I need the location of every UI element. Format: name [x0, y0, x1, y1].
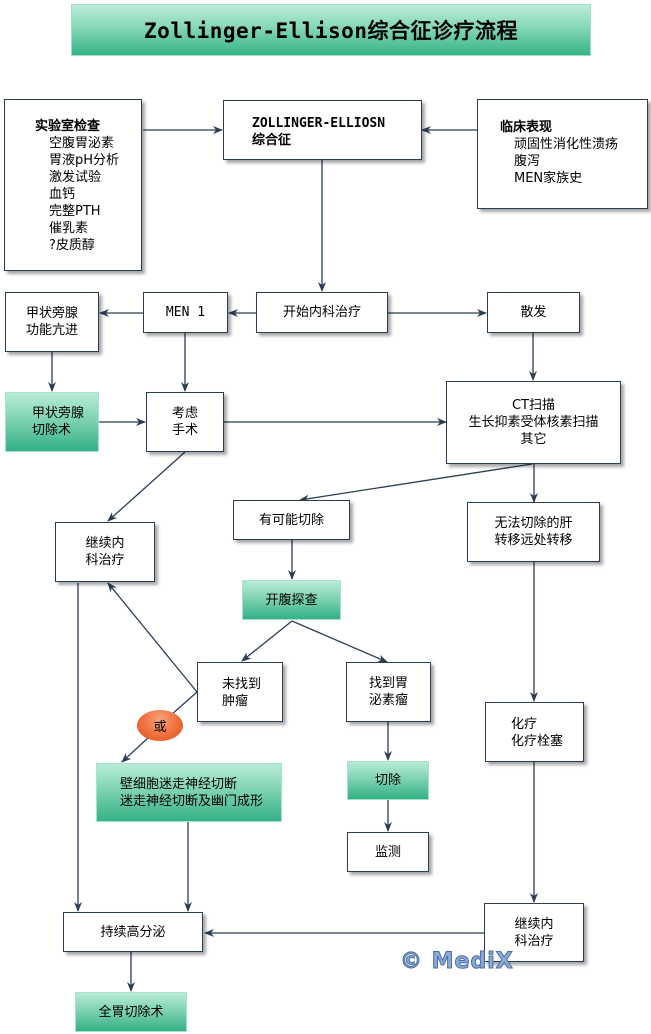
lab-heading: 实验室检查: [35, 119, 101, 134]
consider-line2: 手术: [171, 423, 198, 438]
start-medical-label: 开始内科治疗: [282, 305, 361, 320]
page-title: Zollinger-Ellison综合征诊疗流程: [71, 4, 591, 56]
vagotomy-line1: 壁细胞迷走神经切断: [120, 777, 238, 792]
node-clinical: 临床表现 顽固性消化性溃疡 腹泻 MEN家族史: [477, 99, 648, 209]
node-resection: 切除: [347, 761, 429, 800]
clinical-item: 腹泻: [514, 154, 541, 169]
vagotomy-line2: 迷走神经切断及幽门成形: [120, 794, 264, 809]
sporadic-label: 散发: [520, 305, 547, 320]
lab-item: 催乳素: [49, 221, 89, 236]
found-line2: 泌素瘤: [368, 693, 408, 708]
edge-notfound-to-continue1: [107, 582, 198, 693]
node-lab-tests: 实验室检查 空腹胃泌素 胃液pH分析 激发试验 血钙 完整PTH 催乳素 ?皮质…: [4, 99, 142, 271]
watermark: © MediX: [400, 949, 514, 975]
lab-item: 完整PTH: [49, 204, 101, 219]
node-chemotherapy: 化疗 化疗栓塞: [485, 702, 584, 762]
notfound-line2: 肿瘤: [222, 694, 249, 709]
imaging-line2: 生长抑素受体核素扫描: [468, 415, 599, 430]
node-parathyroidectomy: 甲状旁腺 切除术: [5, 392, 99, 452]
hyperpara-line1: 甲状旁腺: [25, 306, 78, 321]
lab-item: ?皮质醇: [49, 238, 95, 253]
edge-notfound-to-or: [170, 691, 198, 716]
node-laparotomy: 开腹探查: [242, 580, 341, 620]
continue1-line1: 继续内: [85, 536, 125, 551]
or-decision-oval: 或: [137, 710, 183, 741]
lab-item: 血钙: [49, 187, 76, 202]
found-line1: 找到胃: [368, 676, 408, 691]
notfound-line1: 未找到: [222, 677, 262, 692]
node-unresectable: 无法切除的肝 转移远处转移: [467, 502, 600, 562]
laparotomy-label: 开腹探查: [265, 592, 318, 608]
node-zes: ZOLLINGER-ELLIOSN 综合征: [223, 100, 422, 160]
men1-label: MEN 1: [165, 305, 206, 320]
lab-item: 激发试验: [49, 170, 102, 185]
parathyroidectomy-line1: 甲状旁腺: [32, 406, 85, 421]
clinical-item: MEN家族史: [514, 171, 583, 186]
resection-label: 切除: [374, 773, 401, 788]
node-persistent-hypersecretion: 持续高分泌: [63, 912, 203, 952]
or-label: 或: [153, 720, 167, 735]
unresectable-line2: 转移远处转移: [494, 533, 573, 548]
page-title-text: Zollinger-Ellison综合征诊疗流程: [144, 19, 518, 43]
node-monitor: 监测: [347, 832, 429, 872]
consider-line1: 考虑: [171, 406, 198, 421]
unresectable-line1: 无法切除的肝: [494, 516, 573, 531]
node-hyperparathyroidism: 甲状旁腺 功能亢进: [5, 292, 99, 352]
gastrectomy-label: 全胃切除术: [98, 1004, 164, 1020]
persistent-label: 持续高分泌: [100, 924, 166, 940]
node-total-gastrectomy: 全胃切除术: [75, 992, 187, 1032]
chemo-line2: 化疗栓塞: [511, 734, 564, 749]
edge-or-to-vagotomy: [121, 736, 150, 763]
node-men1: MEN 1: [143, 292, 228, 333]
node-imaging: CT扫描 生长抑素受体核素扫描 其它: [446, 381, 621, 464]
node-start-medical: 开始内科治疗: [256, 292, 388, 333]
edge-laparotomy-to-notfound: [241, 620, 293, 662]
node-continue-medical-2: 继续内 科治疗: [484, 903, 584, 962]
hyperpara-line2: 功能亢进: [25, 323, 78, 338]
continue2-line2: 科治疗: [514, 933, 554, 949]
node-gastrinoma-found: 找到胃 泌素瘤: [346, 662, 431, 722]
zes-line1: ZOLLINGER-ELLIOSN: [252, 116, 386, 131]
node-consider-surgery: 考虑 手术: [146, 392, 224, 452]
monitor-label: 监测: [374, 844, 401, 860]
node-continue-medical-1: 继续内 科治疗: [55, 522, 155, 582]
node-sporadic: 散发: [487, 292, 580, 333]
node-resectable: 有可能切除: [233, 500, 350, 540]
node-vagotomy: 壁细胞迷走神经切断 迷走神经切断及幽门成形: [96, 763, 282, 822]
edge-laparotomy-to-found: [291, 620, 388, 663]
continue2-line1: 继续内: [514, 916, 554, 932]
zes-line2: 综合征: [252, 133, 292, 148]
chemo-line1: 化疗: [511, 717, 538, 732]
continue1-line2: 科治疗: [85, 553, 125, 568]
node-tumor-not-found: 未找到 肿瘤: [197, 662, 283, 722]
edge-consider-to-continue1: [107, 451, 186, 522]
clinical-heading: 临床表现: [500, 120, 553, 135]
clinical-item: 顽固性消化性溃疡: [514, 137, 619, 152]
lab-item: 胃液pH分析: [49, 153, 120, 168]
parathyroidectomy-line2: 切除术: [32, 423, 72, 438]
edge-imaging-to-resectable: [299, 463, 533, 503]
imaging-line1: CT扫描: [511, 398, 556, 413]
resectable-label: 有可能切除: [258, 512, 324, 528]
lab-item: 空腹胃泌素: [49, 136, 115, 151]
imaging-line3: 其它: [520, 432, 547, 447]
